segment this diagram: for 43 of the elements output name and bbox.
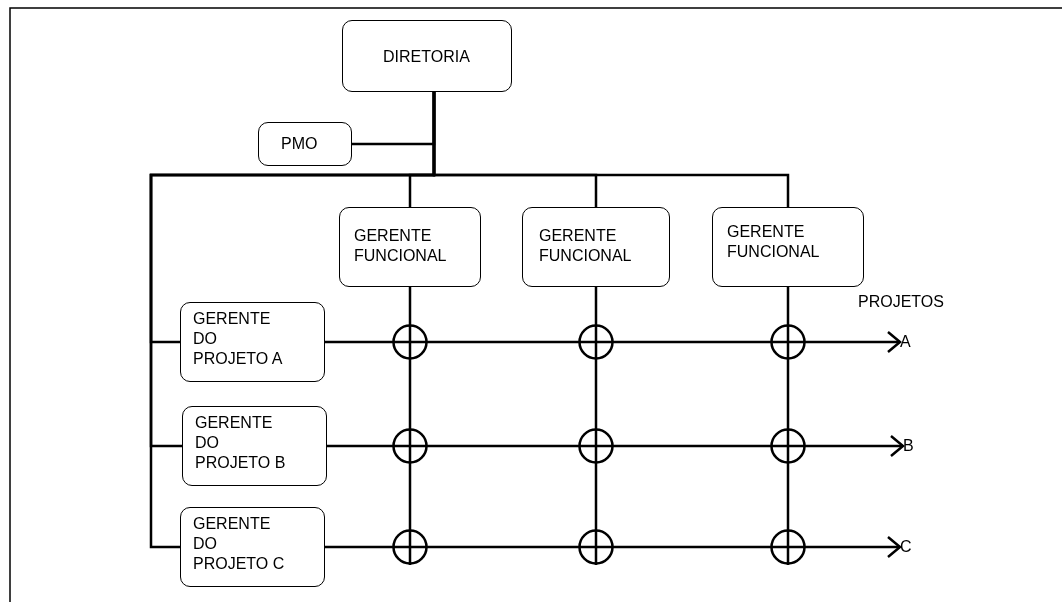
crossing-circle bbox=[392, 428, 428, 464]
org-box: GERENTE DO PROJETO A bbox=[180, 302, 325, 382]
connector-line bbox=[408, 360, 412, 428]
org-box: GERENTE FUNCIONAL bbox=[339, 207, 481, 287]
org-box: GERENTE DO PROJETO C bbox=[180, 507, 325, 587]
connector-line bbox=[786, 360, 790, 428]
project-letter: A bbox=[900, 332, 911, 352]
connector-line bbox=[408, 287, 412, 324]
connector-line bbox=[786, 464, 790, 529]
crossing-circle bbox=[392, 529, 428, 565]
connector-line bbox=[408, 464, 412, 529]
connector-line bbox=[614, 340, 770, 344]
org-box: PMO bbox=[258, 122, 352, 166]
connector-line bbox=[325, 545, 392, 549]
connector-line bbox=[428, 545, 578, 549]
crossing-circle bbox=[578, 428, 614, 464]
crossing-circle bbox=[770, 324, 806, 360]
connector-line bbox=[594, 360, 598, 428]
arrow bbox=[806, 434, 905, 458]
org-box: DIRETORIA bbox=[342, 20, 512, 92]
axis-caption: PROJETOS bbox=[858, 292, 944, 312]
connector-line bbox=[428, 444, 578, 448]
connector-line bbox=[428, 340, 578, 344]
connector-line bbox=[594, 464, 598, 529]
arrow bbox=[806, 330, 902, 354]
crossing-circle bbox=[578, 529, 614, 565]
connector-line bbox=[149, 92, 436, 549]
crossing-circle bbox=[392, 324, 428, 360]
connector-line bbox=[614, 444, 770, 448]
connector-line bbox=[786, 287, 790, 324]
project-letter: C bbox=[900, 537, 912, 557]
connector-line bbox=[594, 287, 598, 324]
org-box: GERENTE DO PROJETO B bbox=[182, 406, 327, 486]
crossing-circle bbox=[770, 428, 806, 464]
connector-line bbox=[614, 545, 770, 549]
crossing-circle bbox=[578, 324, 614, 360]
project-letter: B bbox=[903, 436, 914, 456]
crossing-circle bbox=[770, 529, 806, 565]
connector-line bbox=[327, 444, 392, 448]
connector-line bbox=[325, 340, 392, 344]
arrow bbox=[806, 535, 902, 559]
org-box: GERENTE FUNCIONAL bbox=[712, 207, 864, 287]
org-box: GERENTE FUNCIONAL bbox=[522, 207, 670, 287]
